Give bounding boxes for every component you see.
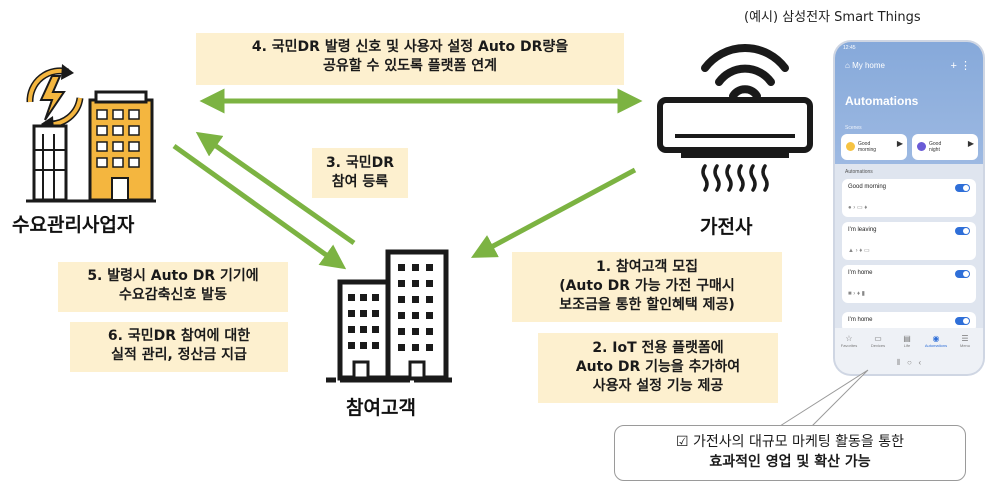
phone-status-time: 12:45 [843, 45, 856, 51]
automation-title: Good morning [848, 184, 887, 190]
smartthings-phone-screenshot: 12:45 ⌂ My home + ⋮ Automations Scenes G… [835, 42, 983, 374]
callout-text-2: 효과적인 영업 및 확산 가능 [709, 454, 871, 470]
play-icon: ▶ [896, 139, 903, 148]
automations-icon: ◉ [932, 334, 940, 343]
nav-devices: ▭Devices [866, 334, 890, 348]
step-4-line: 4. 국민DR 발령 신호 및 사용자 설정 Auto DR량을 [251, 39, 569, 55]
device-icons: ■ › ♦ ▮ [848, 291, 865, 297]
life-icon: ▤ [903, 334, 911, 343]
phone-home-title: ⌂ My home [845, 61, 885, 70]
arrow-manager-to-customer [172, 143, 347, 270]
scene-label-line: Good [858, 141, 871, 147]
callout-text-1: 가전사의 대규모 마케팅 활동을 통한 [693, 434, 904, 450]
home-icon: ⌂ [845, 61, 850, 70]
automation-title: I'm leaving [848, 227, 877, 233]
step-2-note: 2. IoT 전용 플랫폼에 Auto DR 기능을 추가하여 사용자 설정 기… [538, 333, 778, 403]
step-2-line: 2. IoT 전용 플랫폼에 [592, 340, 724, 356]
nav-favorites: ☆Favorites [837, 334, 861, 348]
moon-icon [917, 142, 926, 151]
devices-icon: ▭ [874, 334, 882, 343]
checkbox-icon: ☑ [675, 434, 689, 450]
automation-title: I'm home [848, 317, 873, 323]
arrow-maker-to-customer [470, 167, 637, 258]
phone-scenes-label: Scenes [845, 125, 862, 131]
automation-toggle [955, 184, 970, 192]
apartment-buildings-icon [326, 249, 452, 383]
nav-life: ▤Life [895, 334, 919, 348]
automation-card: Good morning ● › ▭ ♦ [842, 179, 976, 217]
step-5-note: 5. 발령시 Auto DR 기기에 수요감축신호 발동 [58, 262, 288, 312]
phone-header: 12:45 ⌂ My home + ⋮ Automations Scenes G… [835, 42, 983, 164]
automation-toggle [955, 317, 970, 325]
step-6-note: 6. 국민DR 참여에 대한 실적 관리, 정산금 지급 [70, 322, 288, 372]
play-icon: ▶ [967, 139, 974, 148]
device-icons: ▲ › ♦ ▭ [848, 248, 870, 254]
step-2-line: Auto DR 기능을 추가하여 [575, 359, 741, 375]
demand-manager-label: 수요관리사업자 [12, 214, 135, 236]
step-6-line: 6. 국민DR 참여에 대한 [107, 328, 251, 344]
step-3-line: 참여 등록 [331, 174, 389, 190]
phone-bottom-nav: ☆Favorites ▭Devices ▤Life ◉Automations ☰… [835, 328, 983, 374]
add-icon: + ⋮ [950, 60, 971, 72]
power-plant-building-icon [26, 64, 156, 203]
air-conditioner-wifi-icon [657, 44, 813, 192]
android-nav-keys: ⦀ ○ ‹ [896, 358, 922, 367]
step-1-line: 1. 참여고객 모집 [595, 259, 699, 275]
phone-screen-title: Automations [845, 94, 919, 108]
step-1-note: 1. 참여고객 모집 (Auto DR 가능 가전 구매시 보조금을 통한 할인… [512, 252, 782, 322]
step-5-line: 5. 발령시 Auto DR 기기에 [87, 268, 259, 284]
automation-title: I'm home [848, 270, 873, 276]
callout-line-1: ☑ 가전사의 대규모 마케팅 활동을 통한 [615, 432, 965, 452]
nav-menu: ☰Menu [953, 334, 977, 348]
customer-label: 참여고객 [346, 397, 416, 419]
step-3-note: 3. 국민DR 참여 등록 [312, 148, 408, 198]
automation-card: I'm home [842, 312, 976, 332]
step-3-line: 3. 국민DR [325, 155, 395, 171]
automation-card: I'm home ■ › ♦ ▮ [842, 265, 976, 303]
nav-automations: ◉Automations [924, 334, 948, 348]
star-icon: ☆ [845, 334, 853, 343]
step-4-note: 4. 국민DR 발령 신호 및 사용자 설정 Auto DR량을 공유할 수 있… [196, 33, 624, 85]
step-5-line: 수요감축신호 발동 [119, 287, 227, 303]
sun-icon [846, 142, 855, 151]
scene-label-line: night [929, 147, 940, 153]
callout-bubble: ☑ 가전사의 대규모 마케팅 활동을 통한 효과적인 영업 및 확산 가능 [614, 425, 966, 481]
step-4-line: 공유할 수 있도록 플랫폼 연계 [322, 58, 498, 74]
scene-card: Good morning ▶ [841, 134, 907, 160]
scene-label-line: Good [929, 141, 942, 147]
automation-toggle [955, 270, 970, 278]
phone-automations-label: Automations [845, 169, 873, 175]
step-6-line: 실적 관리, 정산금 지급 [111, 347, 247, 363]
arrow-customer-to-manager [195, 131, 356, 246]
step-2-line: 사용자 설정 기능 제공 [592, 378, 724, 394]
example-caption: (예시) 삼성전자 Smart Things [744, 10, 921, 25]
phone-home-label: My home [852, 61, 885, 70]
step-1-line: 보조금을 통한 할인혜택 제공) [559, 297, 735, 313]
automation-card: I'm leaving ▲ › ♦ ▭ [842, 222, 976, 260]
menu-icon: ☰ [961, 334, 969, 343]
device-icons: ● › ▭ ♦ [848, 205, 868, 211]
scene-card: Good night ▶ [912, 134, 978, 160]
automation-toggle [955, 227, 970, 235]
appliance-maker-label: 가전사 [700, 216, 753, 238]
step-1-line: (Auto DR 가능 가전 구매시 [559, 278, 735, 294]
scene-label-line: morning [858, 147, 877, 153]
